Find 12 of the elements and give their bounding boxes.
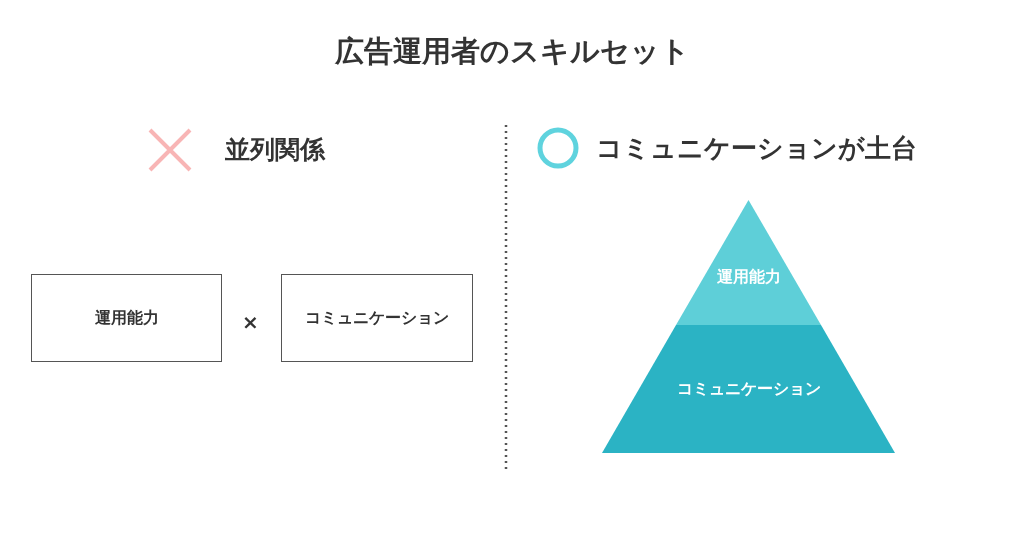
label-text: 並列関係 [225, 134, 325, 166]
node-label: コミュニケーション [676, 378, 821, 400]
text-box [281, 274, 473, 362]
label-text: × [242, 310, 259, 334]
text-box [31, 274, 222, 362]
node-label: コミュニケーション [305, 307, 449, 329]
label-text: コミュニケーションが土台 [596, 132, 917, 165]
node-label: 運用能力 [94, 307, 159, 329]
pyramid-base-trapezoid [602, 325, 895, 453]
title: 広告運用者のスキルセット [334, 34, 690, 68]
pyramid-top-triangle [676, 200, 821, 325]
node-label: 運用能力 [716, 267, 781, 288]
